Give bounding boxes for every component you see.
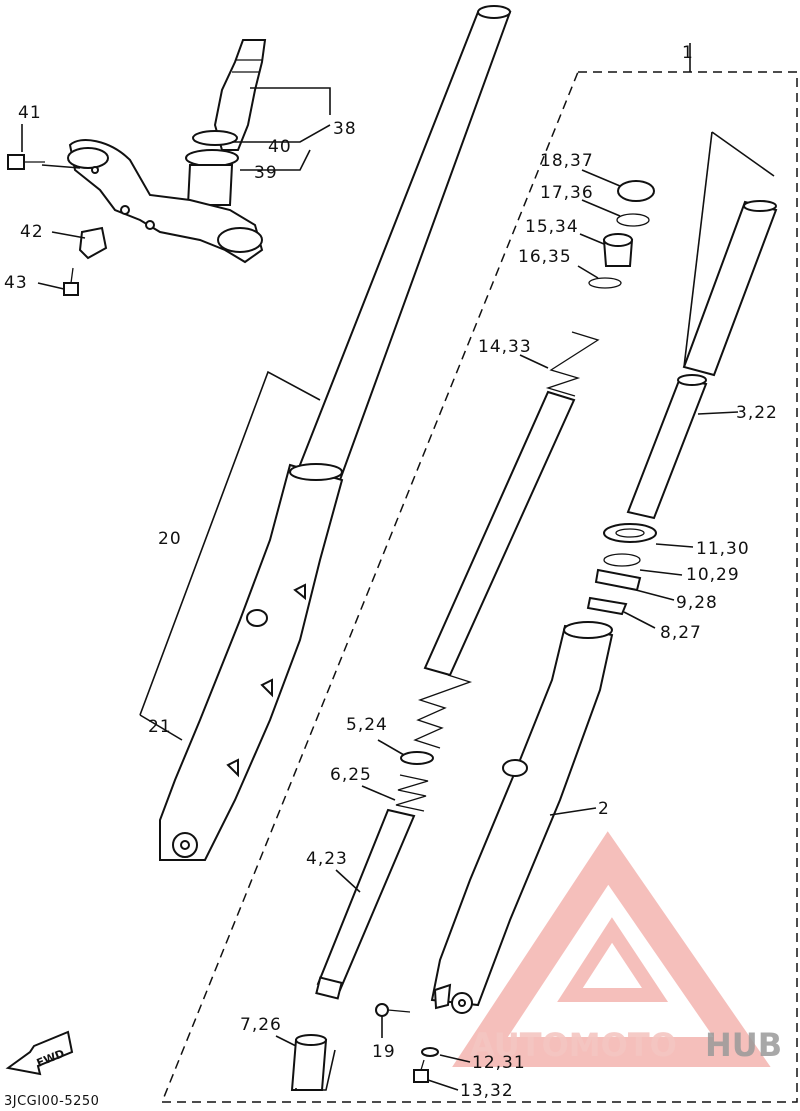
watermark-triangle-logo — [452, 831, 771, 1067]
watermark-text-auto: AUTOMOTO — [470, 1026, 677, 1064]
label-43: 43 — [4, 273, 28, 293]
label-39: 39 — [254, 163, 278, 183]
label-8-27: 8,27 — [660, 623, 702, 643]
oil-seal-stack — [586, 523, 657, 616]
watermark-text-hub: HUB — [705, 1026, 782, 1064]
label-40: 40 — [268, 137, 292, 157]
label-14-33: 14,33 — [478, 337, 532, 357]
label-13-32: 13,32 — [460, 1081, 514, 1101]
outer-tube-left — [159, 463, 344, 861]
inner-tube-right — [626, 200, 778, 520]
label-2: 2 — [598, 799, 610, 819]
steering-stem-bracket — [7, 39, 267, 296]
label-16-35: 16,35 — [518, 247, 572, 267]
label-12-31: 12,31 — [472, 1053, 526, 1073]
label-19: 19 — [372, 1042, 396, 1062]
automotohub-watermark: AUTOMOTO HUB — [452, 831, 782, 1067]
inner-tube-left — [296, 5, 512, 482]
label-41: 41 — [18, 103, 42, 123]
label-6-25: 6,25 — [330, 765, 372, 785]
watermark-inner-mark — [557, 917, 669, 1002]
label-3-22: 3,22 — [736, 403, 778, 423]
fork-spring — [413, 331, 600, 749]
assembly-outline-1 — [160, 71, 798, 1103]
label-4-23: 4,23 — [306, 849, 348, 869]
label-15-34: 15,34 — [525, 217, 579, 237]
diagram-code: 3JCGI00-5250 — [4, 1094, 99, 1109]
label-38: 38 — [333, 119, 357, 139]
label-10-29: 10,29 — [686, 565, 740, 585]
label-5-24: 5,24 — [346, 715, 388, 735]
label-1: 1 — [682, 43, 694, 63]
outer-tube-right — [430, 621, 614, 1014]
drain-bolts — [375, 1003, 439, 1083]
fork-cap-parts — [588, 180, 655, 289]
label-20: 20 — [158, 529, 182, 549]
label-42: 42 — [20, 222, 44, 242]
label-17-36: 17,36 — [540, 183, 594, 203]
label-11-30: 11,30 — [696, 539, 750, 559]
label-18-37: 18,37 — [540, 151, 594, 171]
label-7-26: 7,26 — [240, 1015, 282, 1035]
label-21: 21 — [148, 717, 172, 737]
label-9-28: 9,28 — [676, 593, 718, 613]
fwd-arrow-icon: FWD — [5, 1030, 74, 1076]
damper-rod-assembly — [290, 751, 434, 1091]
